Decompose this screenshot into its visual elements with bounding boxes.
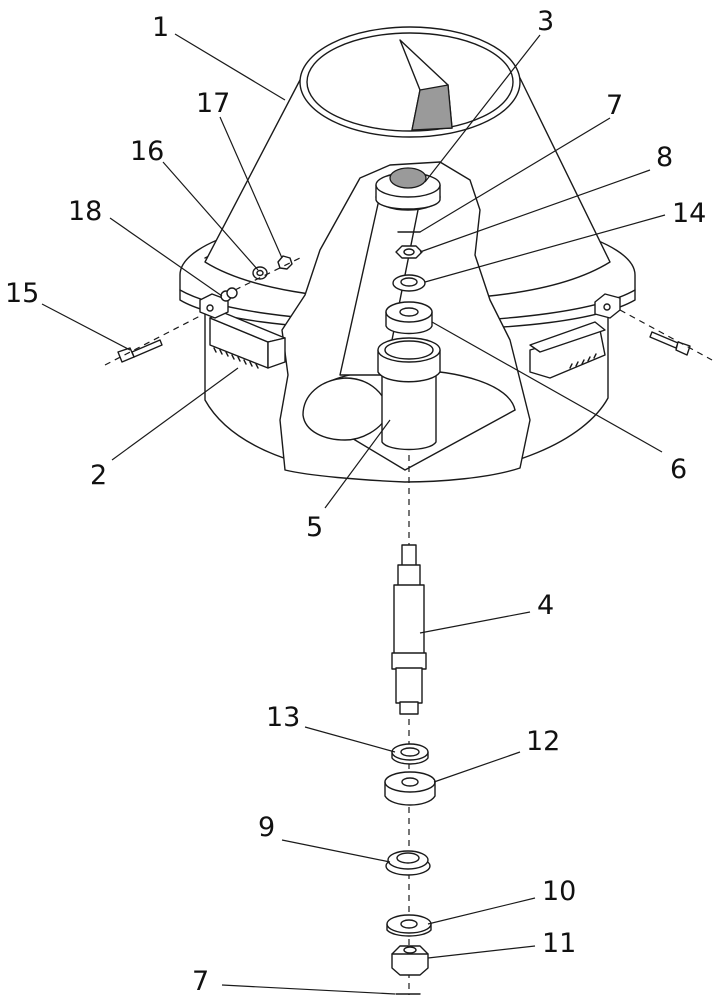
leader-17 xyxy=(219,116,283,259)
part-13-washer xyxy=(391,743,429,765)
callout-12: 12 xyxy=(526,726,560,757)
callout-11: 11 xyxy=(542,928,576,959)
part-10-washer xyxy=(386,914,432,937)
callout-3: 3 xyxy=(537,6,554,37)
leader-14 xyxy=(424,214,666,283)
part-2-bracket-left xyxy=(209,311,286,369)
leader-4 xyxy=(419,611,531,634)
leader-16 xyxy=(162,161,259,271)
callout-5: 5 xyxy=(306,512,323,543)
part-6-bushing xyxy=(385,301,433,335)
callout-10: 10 xyxy=(542,876,576,907)
part-16-washer xyxy=(252,266,268,280)
callout-8: 8 xyxy=(656,142,673,173)
callout-16: 16 xyxy=(130,136,164,167)
fastener-axis-left xyxy=(104,315,201,366)
fastener-axis-right xyxy=(619,309,713,361)
leader-12 xyxy=(433,751,521,783)
part-18-washer xyxy=(220,287,238,302)
part-17-nut xyxy=(277,255,293,270)
leader-1 xyxy=(174,33,286,101)
callout-6: 6 xyxy=(670,454,687,485)
leader-8 xyxy=(419,169,651,253)
leader-7-bottom xyxy=(221,984,396,995)
leader-2 xyxy=(111,367,239,461)
part-2-bracket-right xyxy=(529,321,606,379)
part-8-nut xyxy=(395,245,423,259)
callout-13: 13 xyxy=(266,702,300,733)
callout-2: 2 xyxy=(90,460,107,491)
leader-lines xyxy=(41,33,666,995)
part-9-flanged-washer xyxy=(385,850,431,876)
leader-5 xyxy=(324,419,391,509)
callout-7-bottom: 7 xyxy=(192,966,209,997)
part-4-shaft xyxy=(391,544,427,715)
callout-18: 18 xyxy=(68,196,102,227)
part-11-nut xyxy=(391,945,429,976)
part-12-spacer xyxy=(384,771,436,806)
part-3-rotor-cap xyxy=(375,167,441,211)
callout-14: 14 xyxy=(672,198,706,229)
leader-11 xyxy=(427,945,536,959)
leader-7-top xyxy=(419,117,611,233)
leader-10 xyxy=(427,897,536,925)
callout-labels: 1 2 3 4 5 6 7 7 8 9 10 11 12 13 14 15 16… xyxy=(5,6,706,997)
leader-6 xyxy=(431,321,663,453)
mounting-block-left xyxy=(199,293,229,319)
fastener-axis-left-upper xyxy=(234,257,301,291)
callout-1: 1 xyxy=(152,12,169,43)
callout-4: 4 xyxy=(537,590,554,621)
callout-7-top: 7 xyxy=(606,90,623,121)
callout-9: 9 xyxy=(258,812,275,843)
leader-15 xyxy=(41,303,131,351)
callout-17: 17 xyxy=(196,88,230,119)
leader-9 xyxy=(281,839,391,863)
leader-3 xyxy=(424,34,541,183)
part-5-sleeve xyxy=(377,337,441,451)
callout-15: 15 xyxy=(5,278,39,309)
leader-18 xyxy=(109,217,223,297)
part-15-screw-right xyxy=(649,331,691,356)
part-15-screw-left xyxy=(117,339,163,363)
leader-13 xyxy=(304,726,396,753)
part-14-washer xyxy=(392,274,426,292)
